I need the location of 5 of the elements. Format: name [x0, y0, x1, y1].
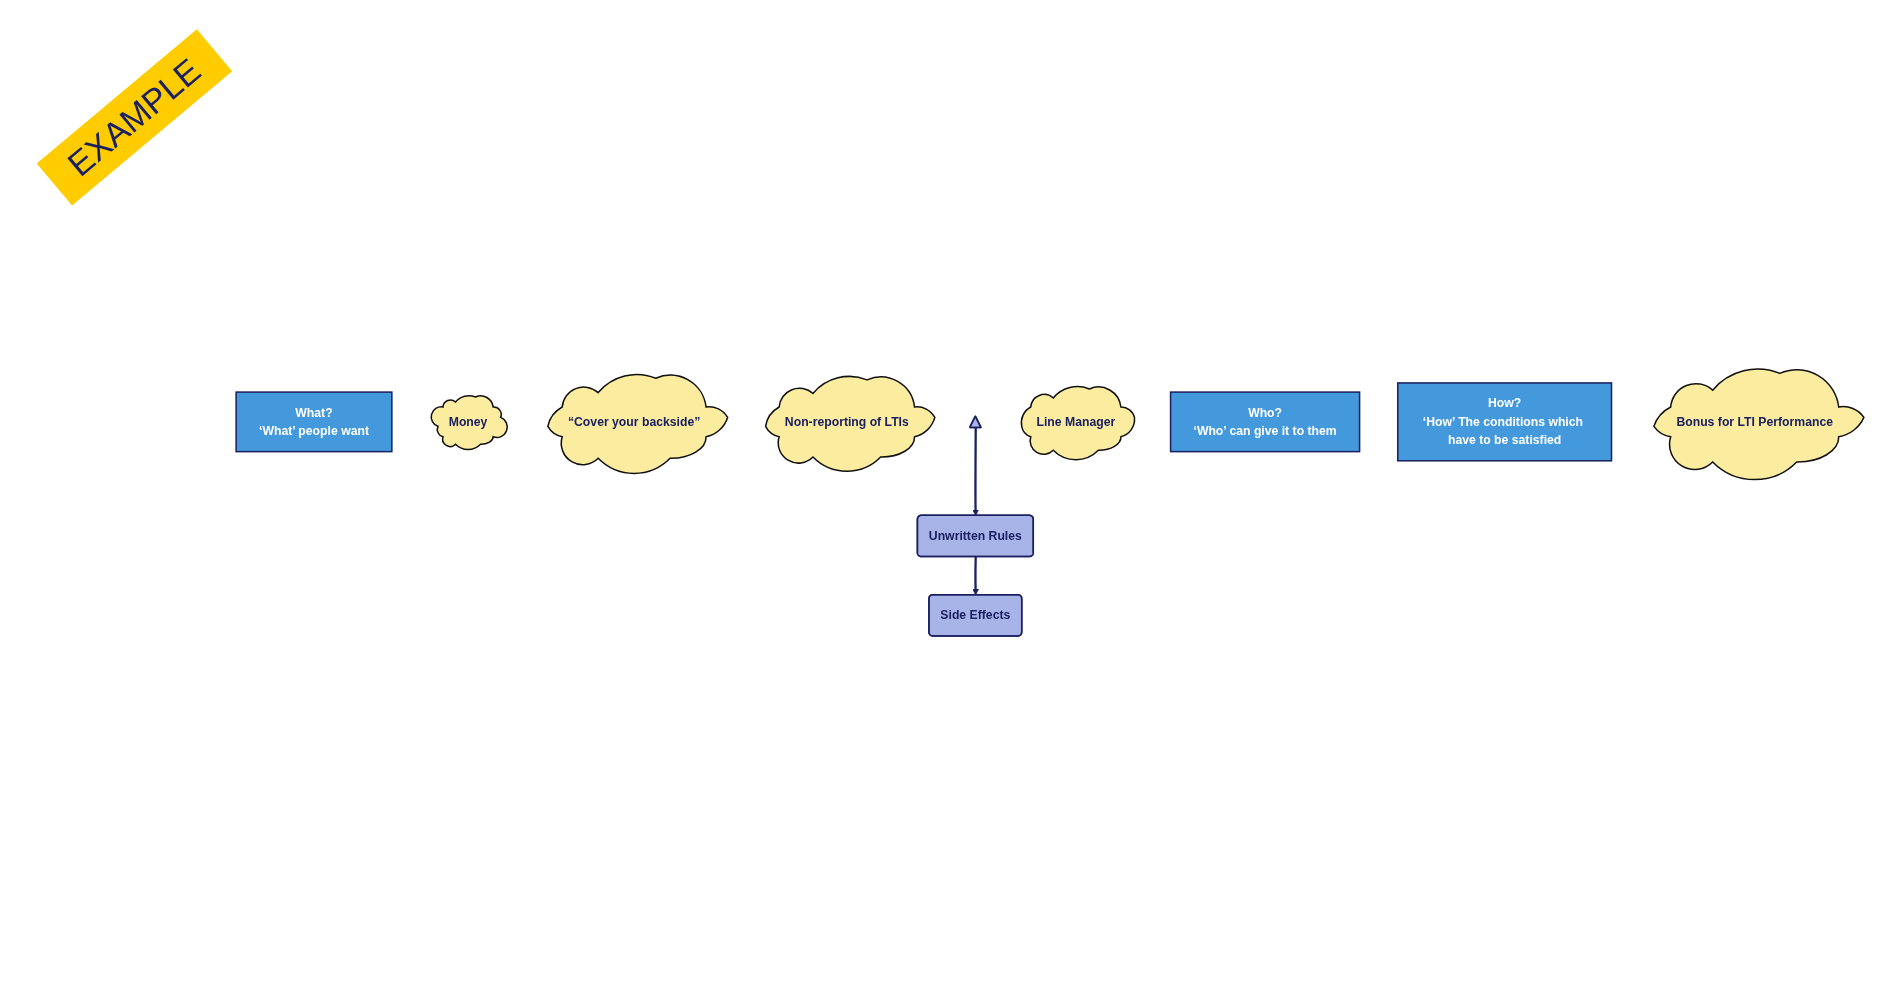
node-box: What? ‘What’ people want: [235, 391, 393, 453]
arrow: [972, 427, 979, 516]
arrow: [972, 556, 979, 596]
node-box: How? ‘How’ The conditions which have to be satisfied: [1397, 382, 1613, 462]
node-box: Who? ‘Who’ can give it to them: [1169, 391, 1361, 453]
